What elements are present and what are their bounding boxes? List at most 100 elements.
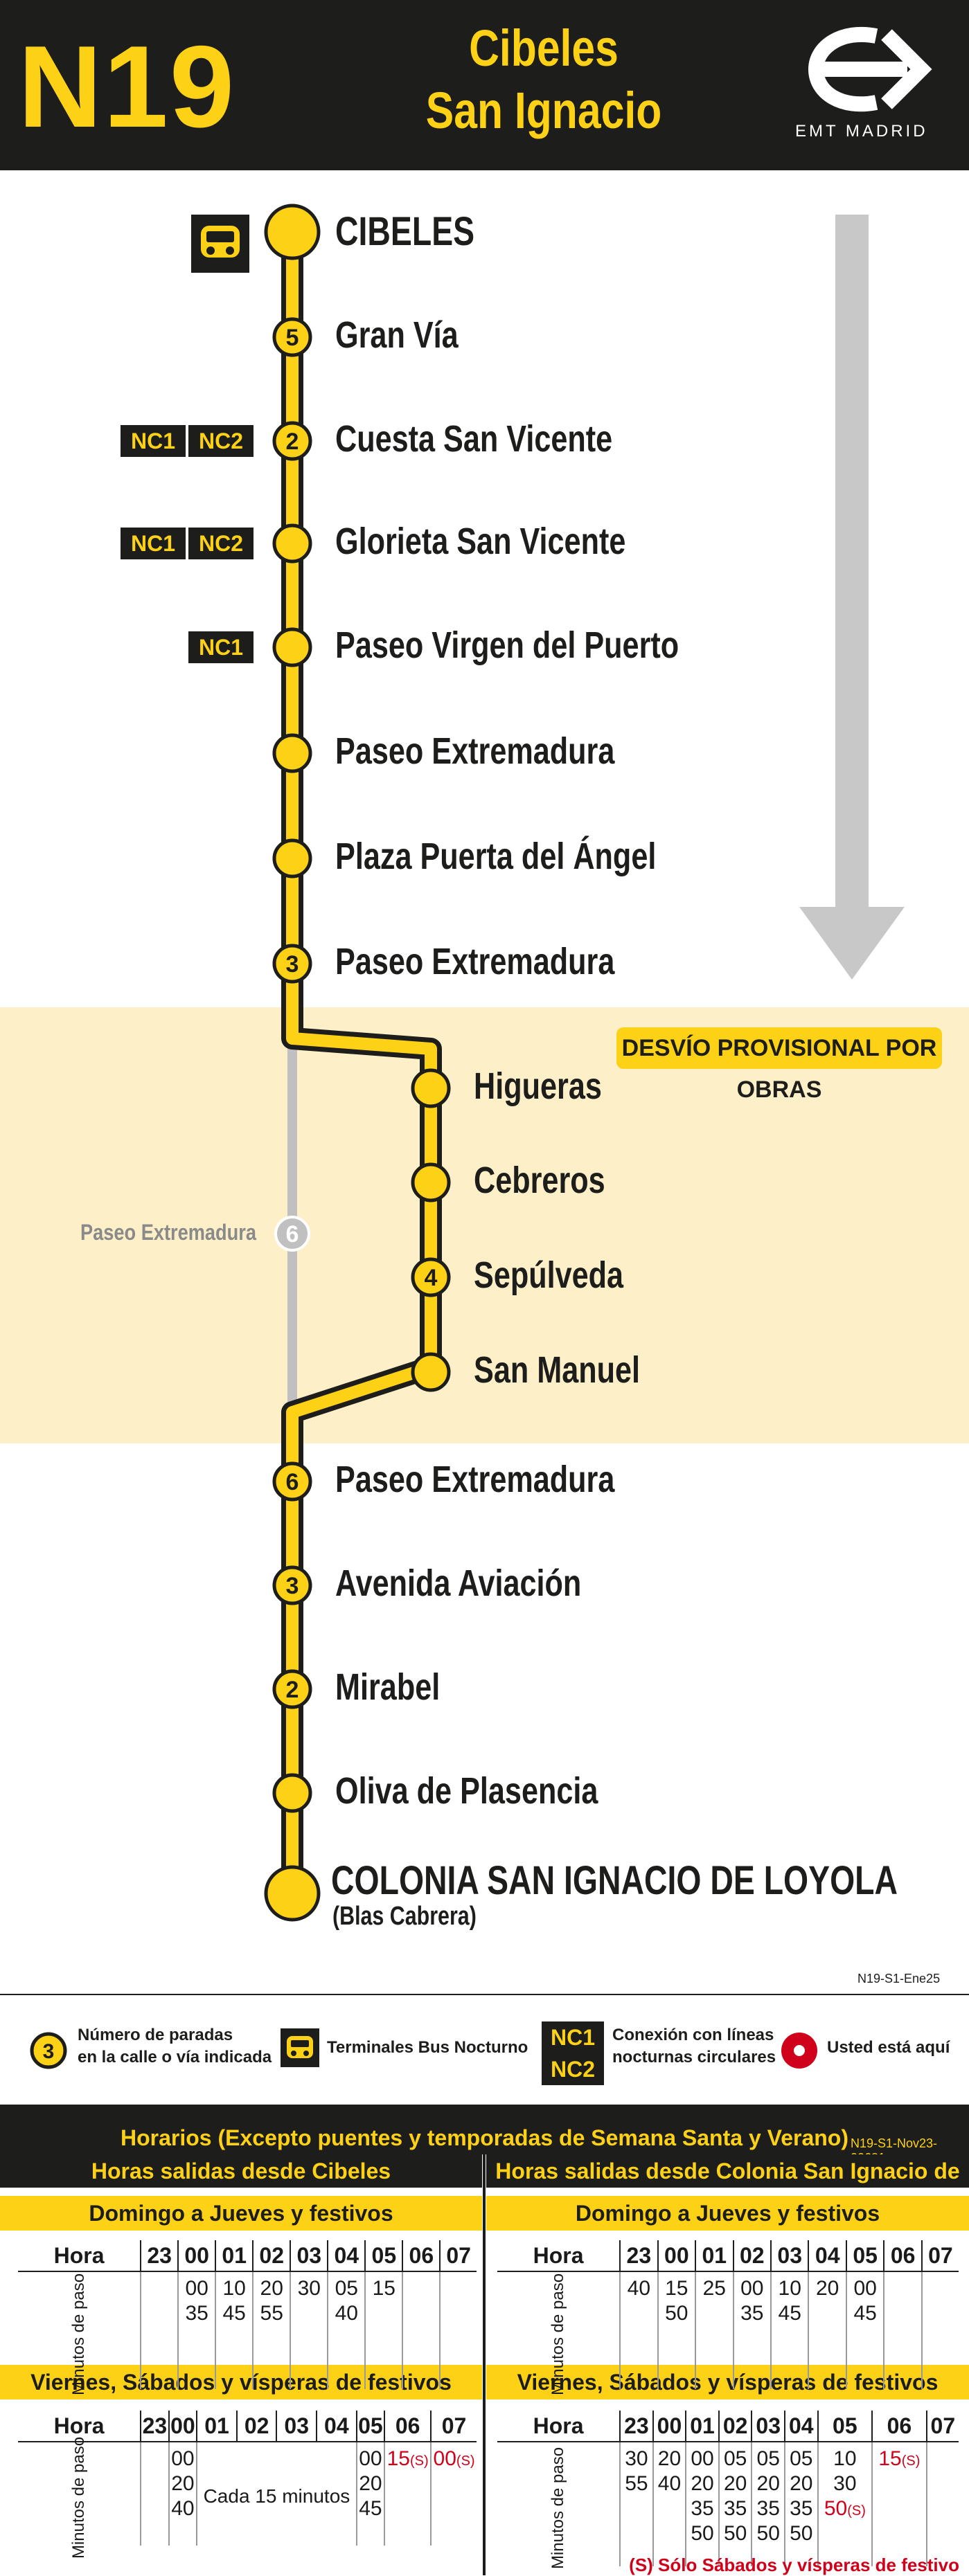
terminal-dot-start — [264, 204, 321, 260]
minutes-cell: 15 — [364, 2271, 403, 2389]
emt-logo-text: EMT MADRID — [795, 122, 928, 141]
minutes-cell: 15(S) — [871, 2442, 927, 2566]
map-code: N19-S1-Ene25 — [857, 1972, 941, 1985]
stop-dot — [411, 1162, 451, 1203]
minutos-label: Minutos de paso — [69, 2436, 89, 2559]
right-schedule-header: Horas salidas desde Colonia San Ignacio … — [486, 2154, 969, 2217]
hour-header: 06 — [402, 2240, 441, 2272]
hour-header: 02 — [732, 2240, 771, 2272]
stop-dot — [411, 1068, 451, 1108]
nc-badge: NC1 — [188, 631, 254, 663]
minutes-cell: 00(S) — [430, 2442, 477, 2546]
hour-header: 23 — [140, 2411, 169, 2442]
detour-badge: DESVÍO PROVISIONAL POR OBRAS — [616, 1027, 942, 1103]
minutes-cell — [925, 2442, 959, 2566]
hour-header: 07 — [439, 2240, 477, 2272]
stop-label: Paseo Extremadura — [335, 1459, 615, 1500]
hour-header: 04 — [327, 2240, 366, 2272]
hora-header: Hora — [497, 2240, 621, 2272]
minutes-cell: 30 — [290, 2271, 328, 2389]
stop-dot — [411, 1352, 451, 1392]
hour-header: 02 — [252, 2240, 291, 2272]
hour-header: 06 — [871, 2411, 927, 2442]
stop-label: Avenida Aviación — [335, 1562, 582, 1604]
schedule-section: Horarios (Excepto puentes y temporadas d… — [0, 2105, 969, 2575]
right-weekday-label: Domingo a Jueves y festivos — [486, 2196, 969, 2231]
stop-label: Sepúlveda — [474, 1254, 624, 1296]
hora-header: Hora — [497, 2411, 621, 2442]
hour-header: 07 — [430, 2411, 477, 2442]
bus-terminal-icon — [191, 215, 249, 273]
legend-count-text2: en la calle o vía indicada — [78, 2048, 272, 2066]
stop-dot — [272, 523, 312, 564]
stop-count: 2 — [286, 429, 299, 455]
stop-count: 2 — [286, 1677, 299, 1703]
stop-label: Mirabel — [335, 1666, 441, 1708]
hour-header: 23 — [619, 2240, 658, 2272]
stop-dot — [272, 627, 312, 667]
nc-badge: NC1 — [121, 528, 186, 559]
stop-dot — [272, 1669, 312, 1709]
stop-dot — [272, 1461, 312, 1502]
stop-label: San Manuel — [474, 1349, 641, 1391]
hour-header: 01 — [695, 2240, 734, 2272]
terminal-dot-end — [264, 1865, 321, 1922]
detour-band — [0, 1007, 969, 1443]
hour-header: 05 — [817, 2411, 873, 2442]
stop-label: Paseo Extremadura — [335, 941, 615, 982]
stop-label: Paseo Extremadura — [335, 730, 615, 772]
legend-count-text1: Número de paradas — [78, 2026, 233, 2044]
hour-header: 05 — [355, 2411, 385, 2442]
minutes-cell — [883, 2271, 922, 2389]
hour-header: 04 — [808, 2240, 846, 2272]
hour-header: 06 — [384, 2411, 432, 2442]
hour-header: 07 — [921, 2240, 959, 2272]
stop-label: CIBELES — [335, 209, 475, 254]
left-weekday-label: Domingo a Jueves y festivos — [0, 2196, 482, 2231]
hour-header: 23 — [140, 2240, 179, 2272]
hour-header: 04 — [784, 2411, 818, 2442]
minutes-cell — [140, 2271, 179, 2389]
minutos-label: Minutos de paso — [69, 2273, 89, 2395]
hora-header: Hora — [18, 2411, 141, 2442]
closed-stop-count: 6 — [286, 1221, 299, 1248]
hour-header: 06 — [883, 2240, 922, 2272]
minutes-cell — [439, 2271, 477, 2389]
hour-header: 00 — [657, 2240, 696, 2272]
minutes-cell: 15(S) — [384, 2442, 432, 2546]
closed-stop-label: Paseo Extremadura — [80, 1220, 256, 1245]
schedule-title: Horarios (Excepto puentes y temporadas d… — [0, 2105, 969, 2154]
stop-count-legend-icon: 3 — [30, 2032, 67, 2069]
stop-label: Cuesta San Vicente — [335, 418, 613, 460]
minutes-cell — [921, 2271, 959, 2389]
minutes-cell — [402, 2271, 441, 2389]
hour-header: 01 — [196, 2411, 237, 2442]
stop-dot — [272, 1565, 312, 1605]
stop-dot — [272, 733, 312, 773]
route-origin: Cibeles — [469, 19, 619, 77]
nc-badge: NC2 — [188, 425, 254, 457]
legend-nc2-badge: NC2 — [542, 2053, 604, 2085]
hour-header: 03 — [290, 2240, 328, 2272]
legend-nc-text2: nocturnas circulares — [612, 2048, 776, 2066]
hour-header: 03 — [751, 2411, 785, 2442]
legend-terminal-text: Terminales Bus Nocturno — [327, 2038, 528, 2057]
legend-here-text: Usted está aquí — [827, 2038, 950, 2057]
hour-header: 04 — [316, 2411, 357, 2442]
nc-badge: NC1 — [121, 425, 186, 457]
legend-terminal-icon — [281, 2028, 319, 2067]
